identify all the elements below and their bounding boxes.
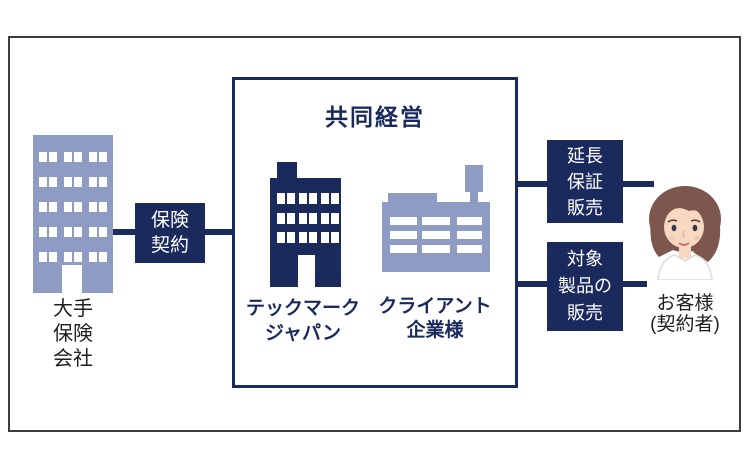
woman-avatar-icon [649,186,721,280]
joint-management-title: 共同経営 [325,104,425,130]
extended-warranty-label-line2: 保証 [567,171,603,192]
customer-label-line2: (契約者) [650,314,720,335]
office-building-icon [33,135,113,293]
insurer-label: 大手 保険 会社 [33,297,113,372]
insurer-label-line1: 大手 [53,298,93,320]
client-label-line2: 企業様 [406,320,464,341]
client-company-label: クライアント 企業様 [371,295,499,343]
insurer-label-line3: 会社 [53,348,93,370]
techmark-label-line2: ジャパン [264,323,341,344]
insurance-contract-box: 保険 契約 [135,203,205,263]
extended-warranty-label-line1: 延長 [567,145,603,166]
product-sales-connector-line-left [490,281,548,287]
target-product-label-line2: 製品の [558,276,612,296]
extended-warranty-label-line3: 販売 [567,197,603,218]
client-label-line1: クライアント [378,296,492,317]
extended-warranty-sales-box: 延長 保証 販売 [547,140,623,223]
target-product-label-line3: 販売 [567,303,603,323]
insurance-contract-label-line1: 保険 [150,210,189,231]
techmark-label-line1: テックマーク [245,298,360,319]
techmark-japan-label: テックマーク ジャパン [233,296,373,346]
insurer-label-line2: 保険 [53,323,93,345]
target-product-sales-box: 対象 製品の 販売 [547,242,623,331]
headquarters-building-icon [270,162,341,287]
factory-building-icon [382,165,490,272]
customer-label-line1: お客様 [656,293,714,314]
product-sales-connector-line-right [621,281,647,287]
customer-label: お客様 (契約者) [633,293,737,335]
insurance-contract-label-line2: 契約 [150,235,189,256]
target-product-label-line1: 対象 [567,249,603,269]
